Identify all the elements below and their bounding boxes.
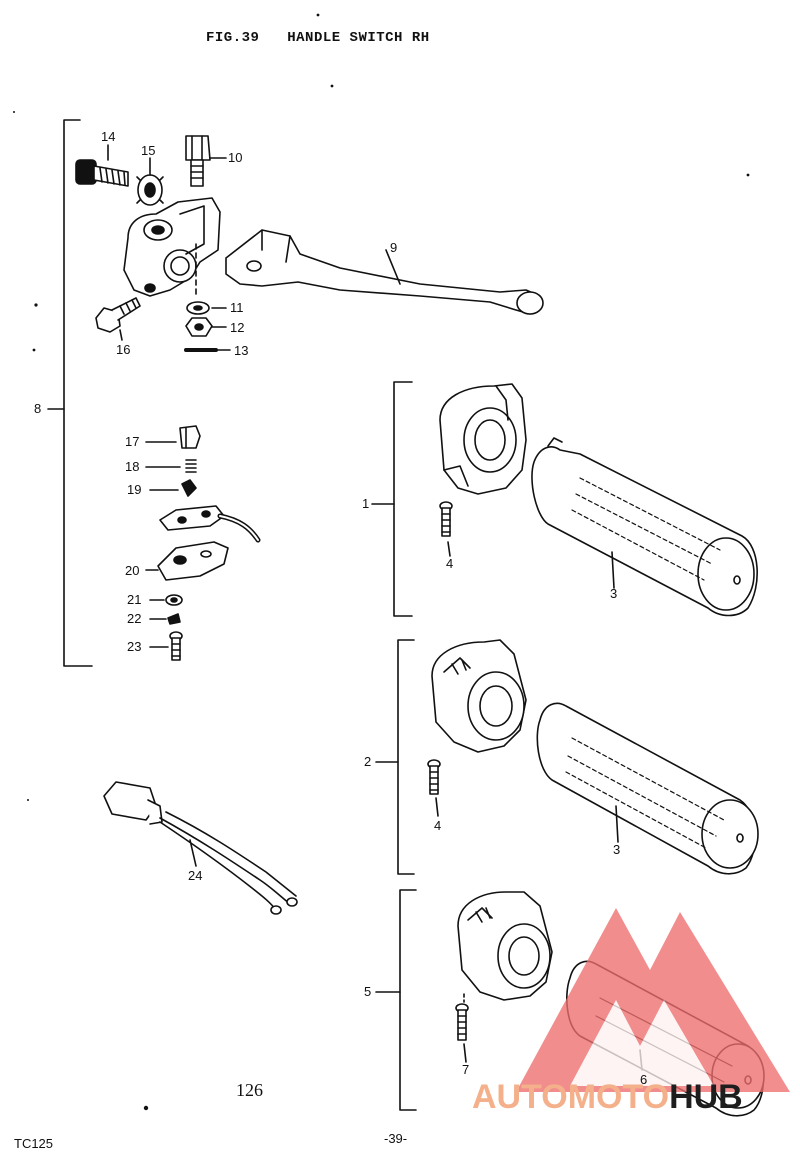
assembly-1-switch-housing: [439, 383, 527, 495]
callout-3-lower: 3: [613, 842, 621, 857]
figure-title: HANDLE SWITCH RH: [287, 30, 430, 46]
callout-10: 10: [228, 150, 243, 165]
watermark-part-hub: HUB: [669, 1078, 743, 1116]
callout-20: 20: [125, 563, 140, 578]
callout-6: 6: [640, 1072, 648, 1087]
assembly-2-switch-housing: [431, 639, 527, 753]
part-10-bolt: [185, 135, 227, 187]
assembly-2-grip-3: [536, 702, 759, 875]
callout-4-lower: 4: [434, 818, 442, 833]
callout-3-upper: 3: [610, 586, 618, 601]
part-11-washer: [186, 301, 227, 315]
watermark-wordmark: AUTOMOTOHUB: [472, 1078, 743, 1117]
assembly-1-grip-3: [531, 437, 758, 617]
scan-specks: [13, 13, 750, 1111]
bracket-group-8: [63, 119, 93, 667]
assembly-1-screw-4: [439, 501, 453, 557]
bracket-assembly-5: [399, 889, 417, 1111]
bracket-assembly-1: [393, 381, 413, 617]
callout-12: 12: [230, 320, 245, 335]
part-16-bolt: [95, 297, 141, 341]
callout-11: 11: [230, 300, 244, 315]
assembly-2-screw-4: [427, 759, 441, 817]
lever-holder: [123, 197, 221, 297]
part-21-washer: [149, 594, 183, 606]
callout-23: 23: [127, 639, 142, 654]
callout-17: 17: [125, 434, 140, 449]
page-number: -39-: [384, 1131, 408, 1146]
callout-4-upper: 4: [446, 556, 454, 571]
callout-7: 7: [462, 1062, 470, 1077]
part-12-nut: [185, 317, 227, 337]
switch-plate: [159, 505, 261, 543]
part-23-screw: [149, 631, 183, 661]
callout-8: 8: [34, 401, 42, 416]
assembly-5-switch-housing: [457, 891, 553, 1001]
callout-14: 14: [101, 129, 116, 144]
part-24-connector: [103, 781, 298, 915]
callout-2: 2: [364, 754, 372, 769]
part-20-switch-body: [145, 541, 229, 581]
part-22-clip: [149, 613, 181, 625]
callout-5: 5: [364, 984, 372, 999]
callout-18: 18: [125, 459, 140, 474]
assembly-5-screw-7: [455, 993, 469, 1063]
figure-number: FIG.39: [206, 30, 260, 46]
watermark-logo-triangle: [516, 908, 790, 1092]
model-code: TC125: [14, 1136, 54, 1151]
callout-16: 16: [116, 342, 131, 357]
callout-1: 1: [362, 496, 370, 511]
part-9-lever: [225, 229, 544, 315]
part-18-spring: [145, 459, 197, 473]
part-15-nut: [136, 157, 164, 206]
callout-15: 15: [141, 143, 156, 158]
callout-21: 21: [127, 592, 142, 607]
callout-9: 9: [390, 240, 398, 255]
callout-19: 19: [127, 482, 142, 497]
callout-24: 24: [188, 868, 203, 883]
part-14-bolt: [75, 144, 129, 187]
part-19-clip: [149, 479, 197, 497]
page-mark: 126: [236, 1080, 263, 1100]
part-17-screw: [145, 425, 201, 449]
callout-13: 13: [234, 343, 249, 358]
callout-22: 22: [127, 611, 142, 626]
bracket-assembly-2: [397, 639, 415, 875]
watermark-part-automoto: AUTOMOTO: [472, 1078, 670, 1116]
